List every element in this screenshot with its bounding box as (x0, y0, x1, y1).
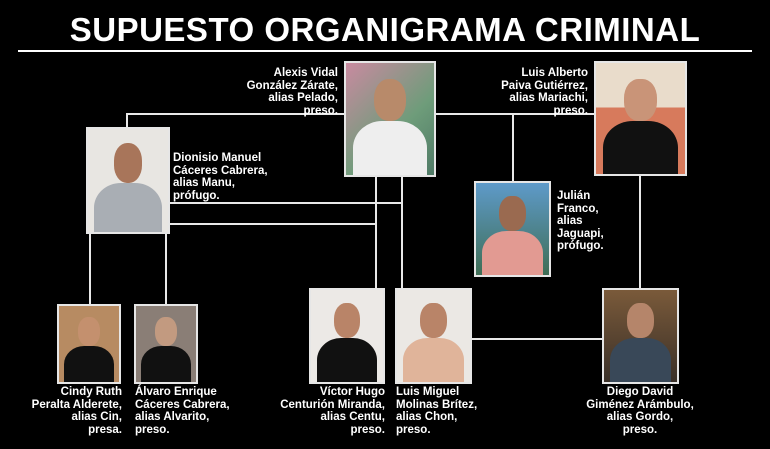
photo-cindy (57, 304, 121, 384)
title-underline (18, 50, 752, 52)
photo-luis-alberto (594, 61, 687, 176)
connector-line (89, 234, 91, 304)
connector-line (126, 113, 128, 128)
photo-luis-miguel (395, 288, 472, 384)
page-title: SUPUESTO ORGANIGRAMA CRIMINAL (69, 11, 701, 48)
photo-victor (309, 288, 385, 384)
connector-line (170, 223, 377, 225)
connector-line (472, 338, 602, 340)
photo-dionisio (86, 127, 170, 234)
connector-line (639, 176, 641, 288)
photo-alvaro (134, 304, 198, 384)
connector-line (127, 113, 345, 115)
connector-line (170, 202, 403, 204)
connector-line (401, 177, 403, 288)
photo-julian (474, 181, 551, 277)
photo-diego (602, 288, 679, 384)
connector-line (512, 113, 514, 181)
connector-line (436, 113, 594, 115)
connector-line (375, 177, 377, 288)
photo-alexis (344, 61, 436, 177)
connector-line (165, 234, 167, 304)
